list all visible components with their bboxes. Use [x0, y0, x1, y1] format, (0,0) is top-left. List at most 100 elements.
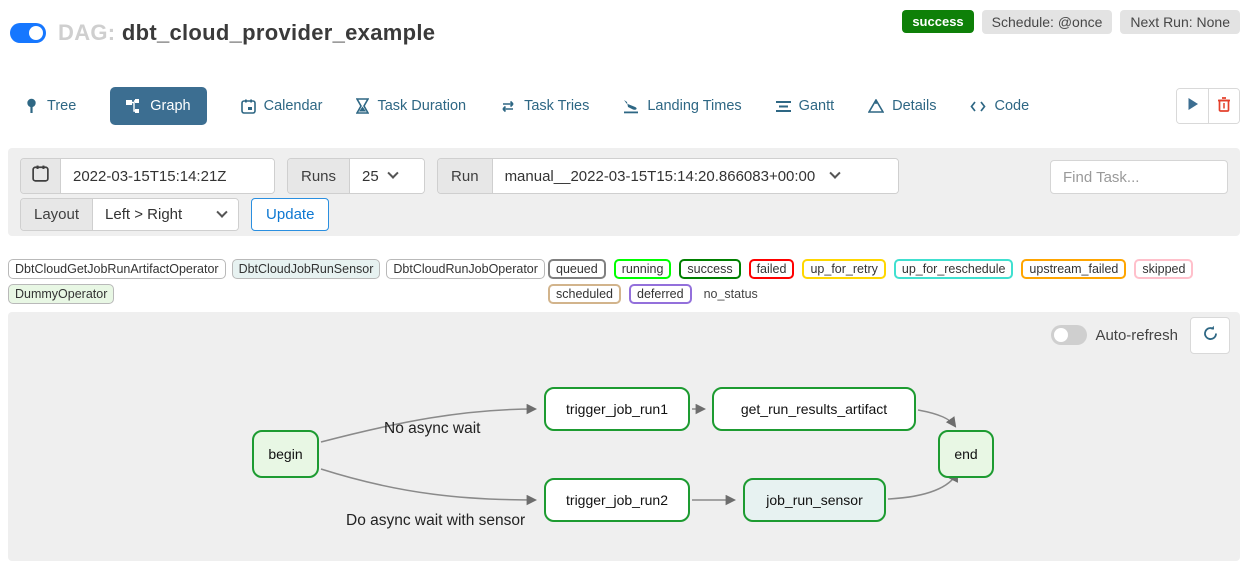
task-node-end[interactable]: end	[938, 430, 994, 478]
auto-refresh-toggle[interactable]	[1051, 325, 1088, 345]
legend: DbtCloudGetJobRunArtifactOperator DbtClo…	[8, 259, 1240, 304]
state-badge-skipped[interactable]: skipped	[1134, 259, 1194, 279]
task-node-job-run-sensor[interactable]: job_run_sensor	[743, 478, 886, 522]
gantt-bars-icon	[775, 100, 791, 113]
delete-dag-button[interactable]	[1208, 89, 1239, 123]
operator-badge: DbtCloudJobRunSensor	[231, 259, 381, 279]
run-label: Run	[438, 159, 493, 193]
state-badge-up-for-retry[interactable]: up_for_retry	[802, 259, 886, 279]
state-badge-running[interactable]: running	[613, 259, 672, 279]
state-badge-up-for-reschedule[interactable]: up_for_reschedule	[893, 259, 1014, 279]
runs-label: Runs	[288, 159, 351, 193]
dag-action-buttons	[1176, 88, 1240, 124]
state-badge-success[interactable]: success	[679, 259, 741, 279]
runs-group: Runs 25	[287, 158, 426, 194]
runs-select-value: 25	[362, 167, 379, 185]
next-run-badge: Next Run: None	[1120, 10, 1240, 34]
state-badge-deferred[interactable]: deferred	[629, 284, 692, 304]
task-node-begin[interactable]: begin	[252, 430, 319, 478]
code-brackets-icon	[970, 100, 987, 113]
state-badge-failed[interactable]: failed	[748, 259, 795, 279]
tree-icon	[24, 98, 39, 114]
date-picker-button[interactable]	[21, 159, 61, 193]
task-node-get-run-results-artifact[interactable]: get_run_results_artifact	[712, 387, 916, 431]
tab-label: Code	[994, 98, 1030, 114]
tab-label: Task Duration	[377, 98, 467, 114]
tab-code[interactable]: Code	[970, 98, 1029, 114]
state-label-no-status: no_status	[703, 287, 758, 301]
tab-label: Calendar	[263, 98, 323, 114]
auto-refresh-control: Auto-refresh	[1051, 325, 1178, 345]
header-badges: success Schedule: @once Next Run: None	[902, 10, 1240, 34]
chevron-down-icon	[387, 167, 399, 179]
filter-row-1: Runs 25 Run manual__2022-03-15T15:14:20.…	[20, 158, 1228, 194]
layout-label: Layout	[21, 199, 94, 230]
hourglass-icon	[356, 98, 370, 114]
tab-task-duration[interactable]: Task Duration	[356, 98, 466, 114]
operator-badge: DbtCloudRunJobOperator	[386, 259, 545, 279]
retry-arrows-icon	[500, 99, 516, 114]
task-node-trigger-job-run1[interactable]: trigger_job_run1	[544, 387, 690, 431]
dag-title-prefix: DAG:	[58, 20, 116, 45]
calendar-icon	[32, 165, 49, 187]
state-badge-upstream-failed[interactable]: upstream_failed	[1021, 259, 1127, 279]
trash-icon	[1217, 96, 1231, 117]
layout-select-value: Left > Right	[105, 206, 183, 223]
runs-select[interactable]: 25	[350, 159, 425, 193]
edge-begin-trigger-job-run1	[320, 403, 538, 443]
edge-label-do-async-wait: Do async wait with sensor	[346, 512, 526, 529]
status-badge: success	[902, 10, 974, 33]
chevron-down-icon	[829, 167, 841, 179]
edge-label-no-async-wait: No async wait	[384, 420, 481, 437]
layout-group: Layout Left > Right	[20, 198, 240, 231]
run-select-value: manual__2022-03-15T15:14:20.866083+00:00	[504, 167, 816, 185]
operator-legend: DbtCloudGetJobRunArtifactOperator DbtClo…	[8, 259, 548, 304]
tab-tree[interactable]: Tree	[24, 98, 76, 114]
tab-landing-times[interactable]: Landing Times	[623, 98, 742, 114]
dag-edges	[320, 403, 958, 506]
tab-graph[interactable]: Graph	[110, 87, 207, 125]
chevron-down-icon	[216, 206, 228, 218]
base-date-group	[20, 158, 275, 194]
auto-refresh-label: Auto-refresh	[1095, 326, 1178, 344]
plane-landing-icon	[623, 99, 639, 114]
edge-begin-trigger-job-run2	[320, 468, 538, 506]
tab-label: Tree	[47, 98, 77, 114]
refresh-button[interactable]	[1190, 317, 1230, 354]
state-badge-scheduled[interactable]: scheduled	[548, 284, 621, 304]
toggle-knob	[1054, 328, 1069, 342]
trigger-dag-button[interactable]	[1177, 89, 1208, 123]
play-icon	[1187, 97, 1199, 116]
page-title: DAG: dbt_cloud_provider_example	[58, 20, 435, 46]
state-badge-queued[interactable]: queued	[548, 259, 606, 279]
tab-label: Graph	[150, 98, 191, 114]
schedule-badge: Schedule: @once	[981, 10, 1113, 34]
toggle-knob	[29, 26, 43, 40]
state-legend: queued running success failed up_for_ret…	[548, 259, 1240, 304]
tab-task-tries[interactable]: Task Tries	[500, 98, 589, 114]
dag-title-name: dbt_cloud_provider_example	[121, 20, 436, 45]
update-button[interactable]: Update	[251, 198, 330, 231]
run-select[interactable]: manual__2022-03-15T15:14:20.866083+00:00	[492, 159, 898, 193]
tab-label: Task Tries	[524, 98, 590, 114]
run-group: Run manual__2022-03-15T15:14:20.866083+0…	[437, 158, 899, 194]
dag-graph-panel: Auto-refresh begin trigger_job_run1 get_…	[8, 312, 1240, 561]
triangle-icon	[868, 99, 885, 113]
base-date-input[interactable]	[61, 159, 274, 193]
task-node-trigger-job-run2[interactable]: trigger_job_run2	[544, 478, 690, 522]
filter-panel: Runs 25 Run manual__2022-03-15T15:14:20.…	[8, 148, 1240, 236]
calendar-icon	[240, 99, 256, 114]
tab-label: Details	[892, 98, 937, 114]
graph-icon	[126, 98, 142, 114]
tab-calendar[interactable]: Calendar	[240, 98, 323, 114]
tab-label: Landing Times	[647, 98, 742, 114]
tab-gantt[interactable]: Gantt	[775, 98, 835, 114]
layout-select[interactable]: Left > Right	[93, 199, 239, 230]
filter-row-2: Layout Left > Right Update	[20, 198, 1228, 231]
view-tabs: Tree Graph Calendar Task Duration Task T…	[24, 86, 1029, 126]
dag-pause-toggle[interactable]	[10, 23, 46, 43]
tab-label: Gantt	[798, 98, 835, 114]
find-task-input[interactable]	[1050, 160, 1228, 194]
tab-details[interactable]: Details	[868, 98, 936, 114]
dag-header: DAG: dbt_cloud_provider_example success …	[10, 10, 1240, 50]
